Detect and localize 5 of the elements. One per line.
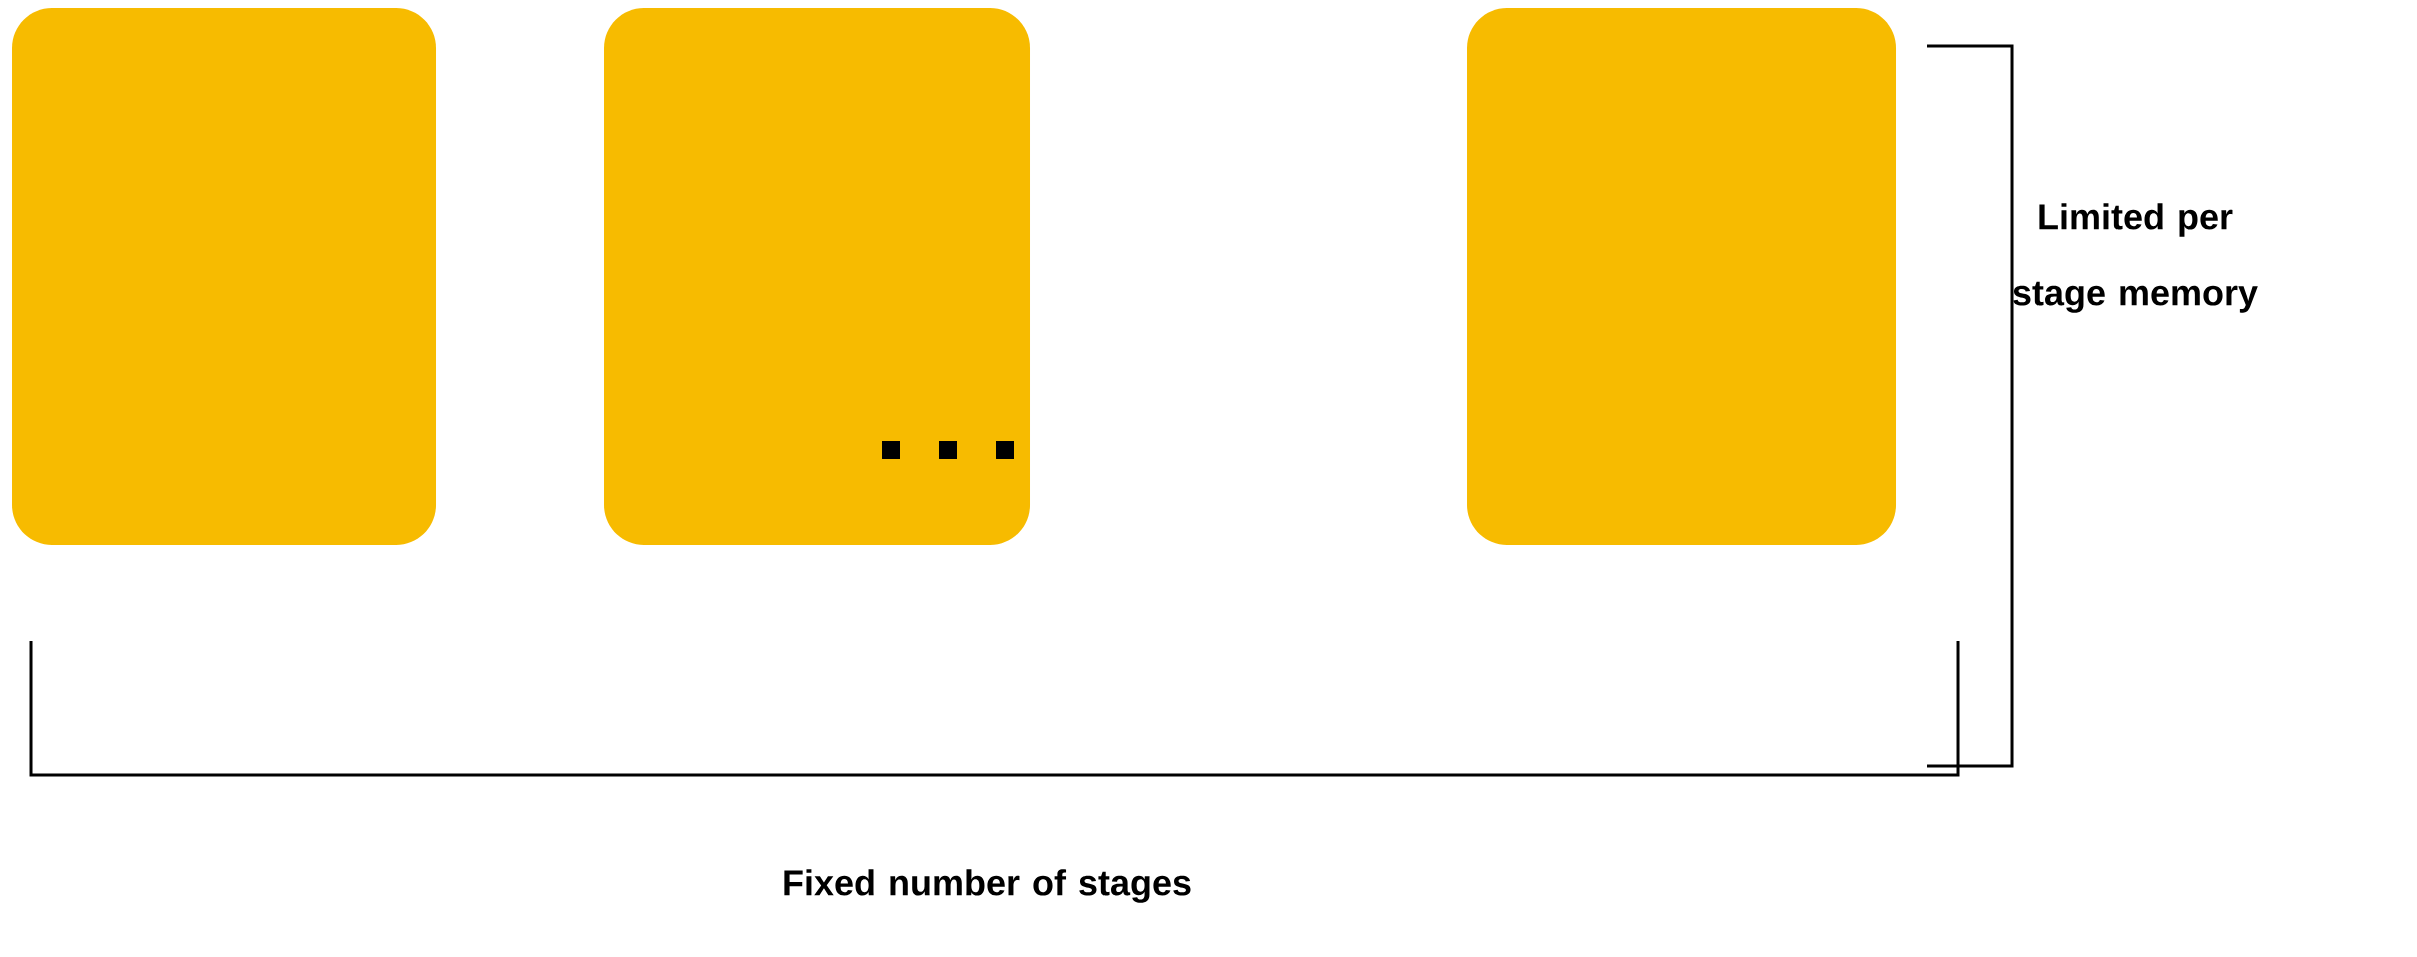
label-text: Fixed number of stages (784, 869, 1191, 903)
stage-box (12, 8, 436, 545)
stage-box (604, 8, 1030, 545)
stage-box (1467, 8, 1896, 545)
label-text: Limited per stage memory (2013, 203, 2258, 313)
